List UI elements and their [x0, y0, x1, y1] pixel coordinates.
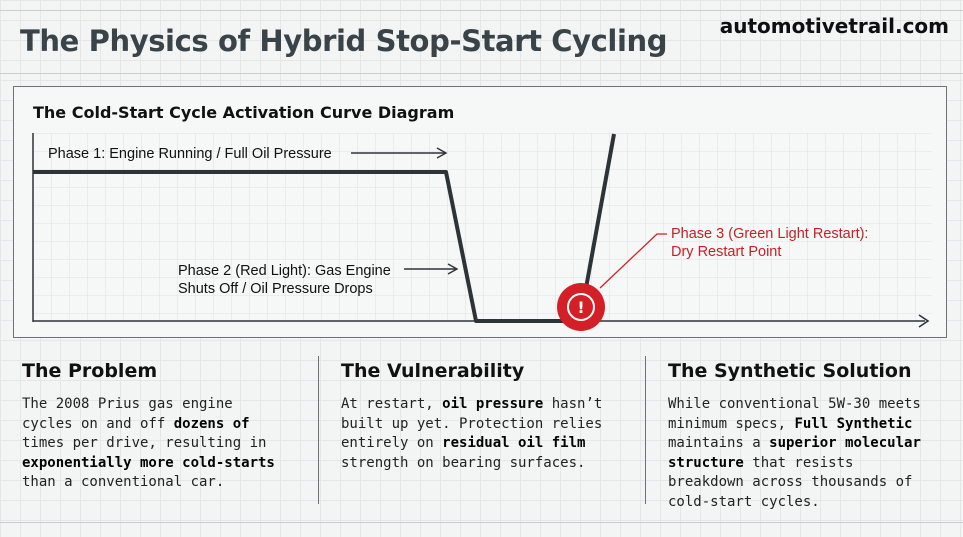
column-divider	[318, 356, 319, 504]
phase3-leader-line	[599, 233, 667, 289]
emphasis-text: Full Synthetic	[794, 415, 913, 432]
solution-column: The Synthetic Solution While conventiona…	[668, 360, 921, 513]
alert-glyph: !	[577, 298, 584, 317]
body-text: maintains a	[668, 435, 770, 452]
page-title: The Physics of Hybrid Stop-Start Cycling	[20, 24, 668, 58]
site-name: automotivetrail.com	[719, 14, 949, 38]
emphasis-text: dozens of	[173, 415, 250, 432]
problem-text: The 2008 Prius gas engine cycles on and o…	[22, 395, 275, 493]
vulnerability-text: At restart, oil pressure hasn’t built up …	[341, 395, 602, 473]
body-text: hasn’t	[543, 396, 603, 412]
body-text: minimum specs,	[668, 415, 795, 432]
body-text: The 2008 Prius gas engine	[22, 396, 233, 412]
body-text: breakdown across thousands of	[668, 474, 913, 491]
body-text: built up yet. Protection relies	[341, 415, 603, 432]
phase3-label-line2: Dry Restart Point	[671, 244, 782, 260]
body-text: cycles on and off	[22, 415, 174, 432]
chart-grid	[33, 133, 932, 322]
phase3-label-line1: Phase 3 (Green Light Restart):	[671, 226, 869, 242]
arrow-right-icon	[447, 263, 459, 275]
body-text: While conventional 5W-30 meets	[668, 396, 921, 412]
dry-restart-marker	[557, 283, 605, 331]
problem-column: The Problem The 2008 Prius gas engine cyc…	[22, 360, 275, 493]
emphasis-text: oil pressure	[442, 396, 544, 412]
body-text: times per drive, resulting in	[22, 435, 267, 452]
x-axis-arrow-icon	[918, 314, 930, 328]
phase2-label-line1: Phase 2 (Red Light): Gas Engine	[178, 263, 391, 279]
body-text: At restart,	[341, 396, 443, 412]
column-divider	[645, 356, 646, 504]
body-text: cold-start cycles.	[668, 493, 820, 510]
body-text: strength on bearing surfaces.	[341, 454, 586, 471]
oil-pressure-curve	[33, 133, 616, 323]
solution-heading: The Synthetic Solution	[668, 360, 912, 382]
problem-heading: The Problem	[22, 360, 158, 382]
phase1-label: Phase 1: Engine Running / Full Oil Press…	[48, 146, 332, 162]
phase2-label-line2: Shuts Off / Oil Pressure Drops	[178, 281, 373, 297]
diagram-title: The Cold-Start Cycle Activation Curve Di…	[33, 103, 455, 122]
emphasis-text: structure	[668, 454, 744, 471]
emphasis-text: superior molecular	[769, 435, 921, 452]
vulnerability-column: The Vulnerability At restart, oil pressu…	[341, 360, 602, 473]
emphasis-text: exponentially more cold-starts	[22, 454, 275, 471]
bottom-rule	[0, 522, 963, 523]
emphasis-text: residual oil film	[442, 435, 586, 452]
vulnerability-heading: The Vulnerability	[341, 360, 525, 382]
body-text: entirely on	[341, 435, 443, 452]
title-divider	[0, 73, 963, 74]
top-rule	[0, 0, 963, 11]
alert-icon	[567, 293, 595, 321]
arrow-right-icon	[436, 147, 448, 159]
body-text: than a conventional car.	[22, 474, 225, 491]
solution-text: While conventional 5W-30 meets minimum sp…	[668, 395, 921, 513]
body-text: that resists	[743, 454, 854, 471]
